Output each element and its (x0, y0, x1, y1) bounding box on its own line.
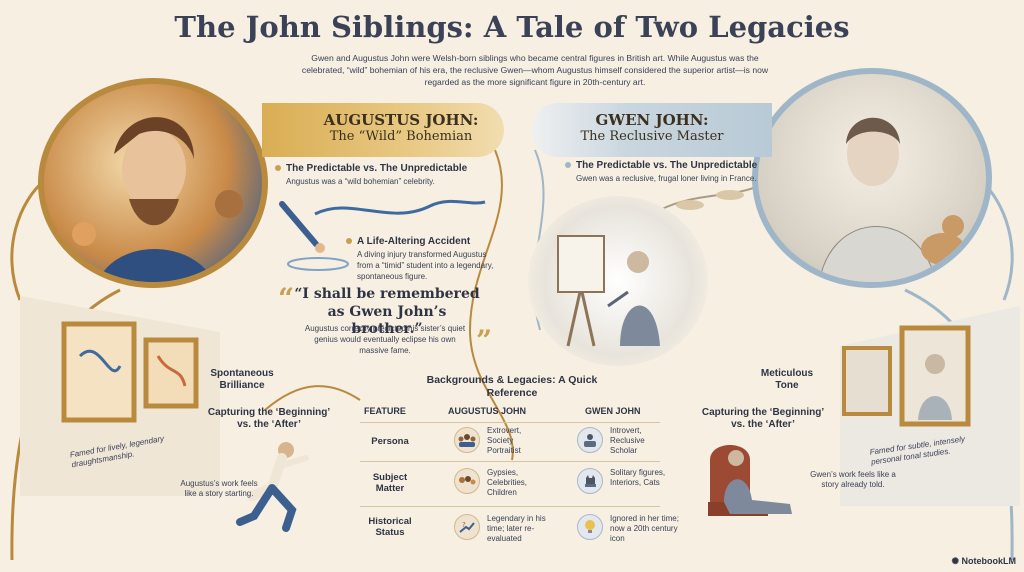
gwen-figure-icon (819, 117, 965, 282)
cat-icon (577, 468, 603, 494)
trend-up-question-icon: ? (454, 514, 480, 540)
close-quote-icon: ” (476, 324, 493, 357)
footer-brand-label: NotebookLM (961, 556, 1017, 566)
table-row-feature-subject: Subject Matter (372, 472, 408, 495)
gwen-point-1: The Predictable vs. The Unpredictable Gw… (565, 160, 785, 185)
painter-at-easel-icon (557, 235, 660, 347)
augustus-point-1-heading: The Predictable vs. The Unpredictable (286, 163, 468, 174)
gwen-painting-scene (528, 196, 708, 366)
gwen-banner-subtitle: The Reclusive Master (580, 129, 724, 144)
table-divider (360, 461, 660, 462)
augustus-story-note: Augustus’s work feels like a story start… (180, 479, 258, 499)
notebook-logo-icon: ✺ (951, 556, 962, 566)
gwen-banner: GWEN JOHN: The Reclusive Master (532, 103, 772, 157)
table-cell-augustus-persona: Extrovert, Society Portraitist (487, 426, 522, 455)
table-row-feature-persona: Persona (371, 436, 409, 447)
diver-icon (279, 201, 349, 271)
table-cell-gwen-status: Ignored in her time; now a 20th century … (610, 514, 679, 543)
augustus-point-1-text: Angustus was a “wild bohemian” celebrity… (286, 177, 435, 186)
spontaneous-brilliance-label: Spontaneous Brilliance (210, 368, 274, 391)
augustus-portrait (38, 78, 268, 288)
augustus-gallery-wall (20, 296, 220, 496)
table-cell-augustus-subject: Gypsies, Celebrities, Children (487, 468, 528, 497)
augustus-quote: “I shall be remembered as Gwen John’s br… (294, 286, 480, 337)
augustus-point-1: The Predictable vs. The Unpredictable An… (275, 163, 495, 188)
gwen-portrait (752, 68, 992, 288)
blue-bullet-icon (565, 162, 571, 169)
augustus-point-2-text: A diving injury transformed Augustus fro… (357, 250, 494, 281)
augustus-banner-title: AUGUSTUS JOHN: (323, 111, 479, 129)
reader-icon (577, 427, 603, 453)
gwen-story-note: Gwen’s work feels like a story already t… (810, 470, 896, 490)
table-header-feature: FEATURE (364, 406, 406, 416)
gold-bullet-icon (275, 165, 281, 172)
table-cell-gwen-persona: Introvert, Reclusive Scholar (610, 426, 645, 455)
table-cell-augustus-status: Legendary in his time; later re-evaluate… (487, 514, 546, 543)
lightbulb-icon (577, 514, 603, 540)
open-quote-icon: “ (278, 282, 295, 315)
augustus-capture-heading: Capturing the ‘Beginning’ vs. the ‘After… (207, 407, 331, 430)
gold-bullet-icon (346, 238, 352, 245)
footer-brand: ✺ NotebookLM (951, 556, 1016, 567)
gwen-point-1-heading: The Predictable vs. The Unpredictable (576, 160, 758, 171)
table-divider (360, 422, 660, 423)
augustus-point-2-heading: A Life-Altering Accident (357, 236, 471, 247)
augustus-quote-text: Augustus correctly predicted his sister’… (304, 324, 466, 355)
augustus-figure-icon (72, 117, 243, 282)
crowd-faces-icon (454, 468, 480, 494)
swirl-icon (314, 199, 486, 216)
armchair-reader-icon (708, 445, 792, 516)
page-title: The John Siblings: A Tale of Two Legacie… (174, 10, 850, 44)
table-header-gwen: GWEN JOHN (585, 406, 641, 416)
table-title: Backgrounds & Legacies: A Quick Referenc… (426, 374, 598, 399)
augustus-banner-subtitle: The “Wild” Bohemian (329, 129, 473, 144)
meticulous-tone-label: Meticulous Tone (760, 368, 814, 391)
gwen-capture-heading: Capturing the ‘Beginning’ vs. the ‘After… (701, 407, 825, 430)
table-divider (360, 506, 660, 507)
svg-text:?: ? (462, 521, 466, 529)
table-header-augustus: AUGUSTUS JOHN (448, 406, 527, 416)
table-row-feature-status: Historical Status (368, 516, 412, 539)
gwen-point-1-text: Gwen was a reclusive, frugal loner livin… (576, 174, 757, 183)
running-man-icon (236, 442, 309, 532)
augustus-banner: AUGUSTUS JOHN: The “Wild” Bohemian (262, 103, 504, 157)
augustus-point-2: A Life-Altering Accident A diving injury… (346, 236, 496, 282)
gwen-gallery-wall (840, 306, 1020, 506)
intro-text: Gwen and Augustus John were Welsh-born s… (301, 53, 769, 87)
group-people-icon (454, 427, 480, 453)
gwen-banner-title: GWEN JOHN: (595, 111, 709, 129)
table-cell-gwen-subject: Solitary figures, Interiors, Cats (610, 468, 666, 487)
